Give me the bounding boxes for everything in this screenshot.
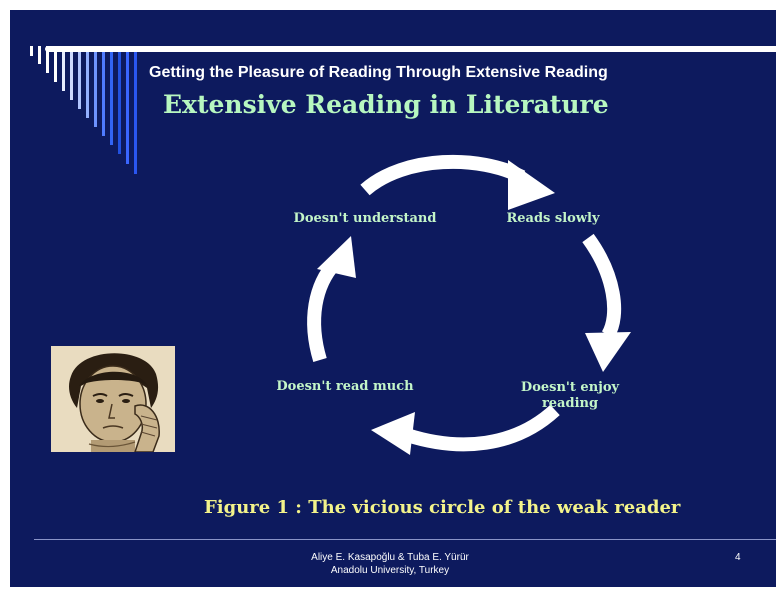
sad-boy-portrait-icon (51, 346, 175, 452)
cycle-arrow-top (360, 154, 555, 210)
cycle-node-reads-slowly: Reads slowly (506, 211, 600, 226)
cycle-node-doesnt-enjoy-reading: Doesn't enjoy reading (520, 380, 620, 411)
footer-authors: Aliye E. Kasapoğlu & Tuba E. Yürür (311, 552, 469, 563)
cycle-node-doesnt-understand: Doesn't understand (293, 211, 437, 226)
page-number: 4 (735, 552, 741, 563)
cycle-arrow-bottom (371, 404, 560, 455)
footer-rule (34, 539, 776, 540)
cycle-arrow-left (307, 236, 356, 363)
slide-subtitle: Getting the Pleasure of Reading Through … (149, 64, 608, 81)
footer-affiliation: Anadolu University, Turkey (330, 565, 450, 576)
slide-canvas: Getting the Pleasure of Reading Through … (10, 10, 776, 587)
slide-title: Extensive Reading in Literature (163, 90, 609, 119)
cycle-arrow-right (582, 233, 631, 372)
cycle-diagram (307, 154, 631, 455)
footer: Aliye E. Kasapoğlu & Tuba E. Yürür Anado… (210, 551, 570, 577)
figure-caption: Figure 1 : The vicious circle of the wea… (204, 497, 681, 518)
top-rule (45, 46, 776, 52)
cycle-node-doesnt-read-much: Doesn't read much (276, 379, 414, 394)
